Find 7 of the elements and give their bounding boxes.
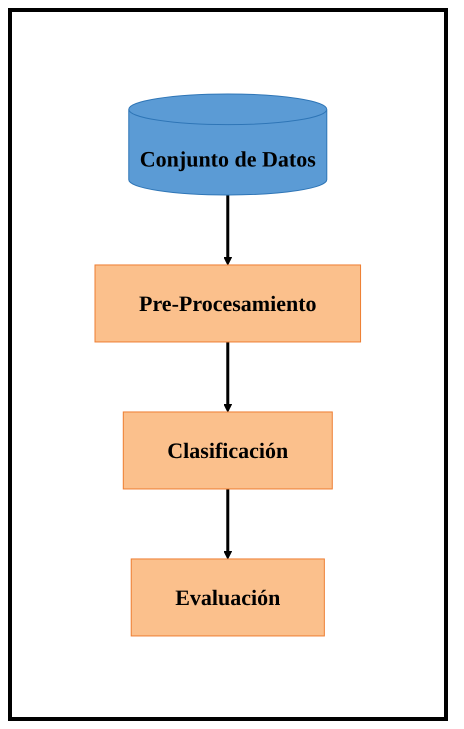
node-box	[123, 410, 333, 489]
node-box	[94, 264, 362, 342]
node-box	[130, 558, 326, 636]
arrow	[224, 194, 232, 265]
frame-border: Conjunto de Datos Pre-Procesamiento Clasificación Evaluación	[8, 8, 448, 721]
arrow	[224, 488, 232, 559]
arrow	[224, 341, 232, 412]
